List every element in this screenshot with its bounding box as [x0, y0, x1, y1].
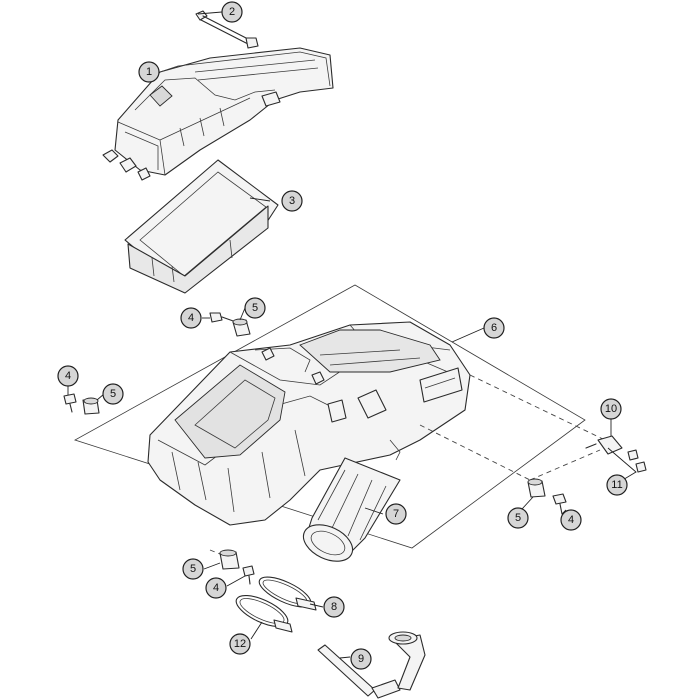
- bolt-4a: [209, 312, 237, 323]
- hose-clamp-12: [235, 594, 293, 633]
- callout-7: 7: [385, 503, 407, 525]
- callout-3: 3: [281, 190, 303, 212]
- svg-text:4: 4: [65, 370, 71, 382]
- screws-11: [627, 449, 647, 473]
- leader-lines: [67, 11, 637, 659]
- svg-text:6: 6: [491, 322, 497, 334]
- intake-boot: [302, 457, 401, 562]
- svg-text:5: 5: [110, 388, 116, 400]
- callout-5-right: 5: [507, 507, 529, 529]
- sensor-10: [585, 435, 623, 455]
- airbox-body: [147, 321, 471, 526]
- callout-4-upper: 4: [180, 307, 202, 329]
- svg-text:1: 1: [146, 66, 152, 78]
- svg-text:8: 8: [331, 601, 337, 613]
- callout-11: 11: [606, 474, 628, 496]
- bolt-4b: [63, 393, 77, 413]
- callout-5-lower: 5: [182, 558, 204, 580]
- svg-text:5: 5: [190, 563, 196, 575]
- svg-text:5: 5: [515, 512, 521, 524]
- bolt-4d: [242, 565, 255, 585]
- callout-1: 1: [138, 61, 160, 83]
- callout-4-left: 4: [57, 365, 79, 387]
- callout-8: 8: [323, 596, 345, 618]
- callout-5-left: 5: [102, 383, 124, 405]
- grommet-5a: [232, 318, 251, 337]
- callout-4-right: 4: [560, 509, 582, 531]
- grommet-5d: [219, 549, 240, 570]
- bolt-4c: [552, 493, 567, 515]
- svg-text:11: 11: [611, 479, 622, 491]
- svg-text:12: 12: [234, 638, 246, 650]
- airbox-cover: [102, 47, 334, 181]
- hose-clamp-8: [258, 576, 317, 611]
- bolt-top: [195, 10, 259, 49]
- svg-text:7: 7: [393, 508, 399, 520]
- callout-2: 2: [221, 1, 243, 23]
- svg-text:10: 10: [605, 403, 617, 415]
- svg-text:4: 4: [188, 312, 194, 324]
- drain-hose-9: [317, 631, 426, 699]
- grommet-5b: [82, 397, 100, 415]
- callout-9: 9: [350, 648, 372, 670]
- callout-4-lower: 4: [205, 577, 227, 599]
- grommet-5c: [527, 478, 546, 498]
- callout-12: 12: [229, 633, 251, 655]
- assembly-frame: [73, 284, 586, 549]
- svg-text:9: 9: [358, 653, 364, 665]
- svg-text:2: 2: [229, 6, 235, 18]
- svg-text:4: 4: [568, 514, 574, 526]
- callout-5-upper: 5: [244, 297, 266, 319]
- svg-text:3: 3: [289, 195, 295, 207]
- svg-text:4: 4: [213, 582, 219, 594]
- callout-10: 10: [600, 398, 622, 420]
- air-filter: [124, 159, 279, 294]
- svg-text:5: 5: [252, 302, 258, 314]
- callout-6: 6: [483, 317, 505, 339]
